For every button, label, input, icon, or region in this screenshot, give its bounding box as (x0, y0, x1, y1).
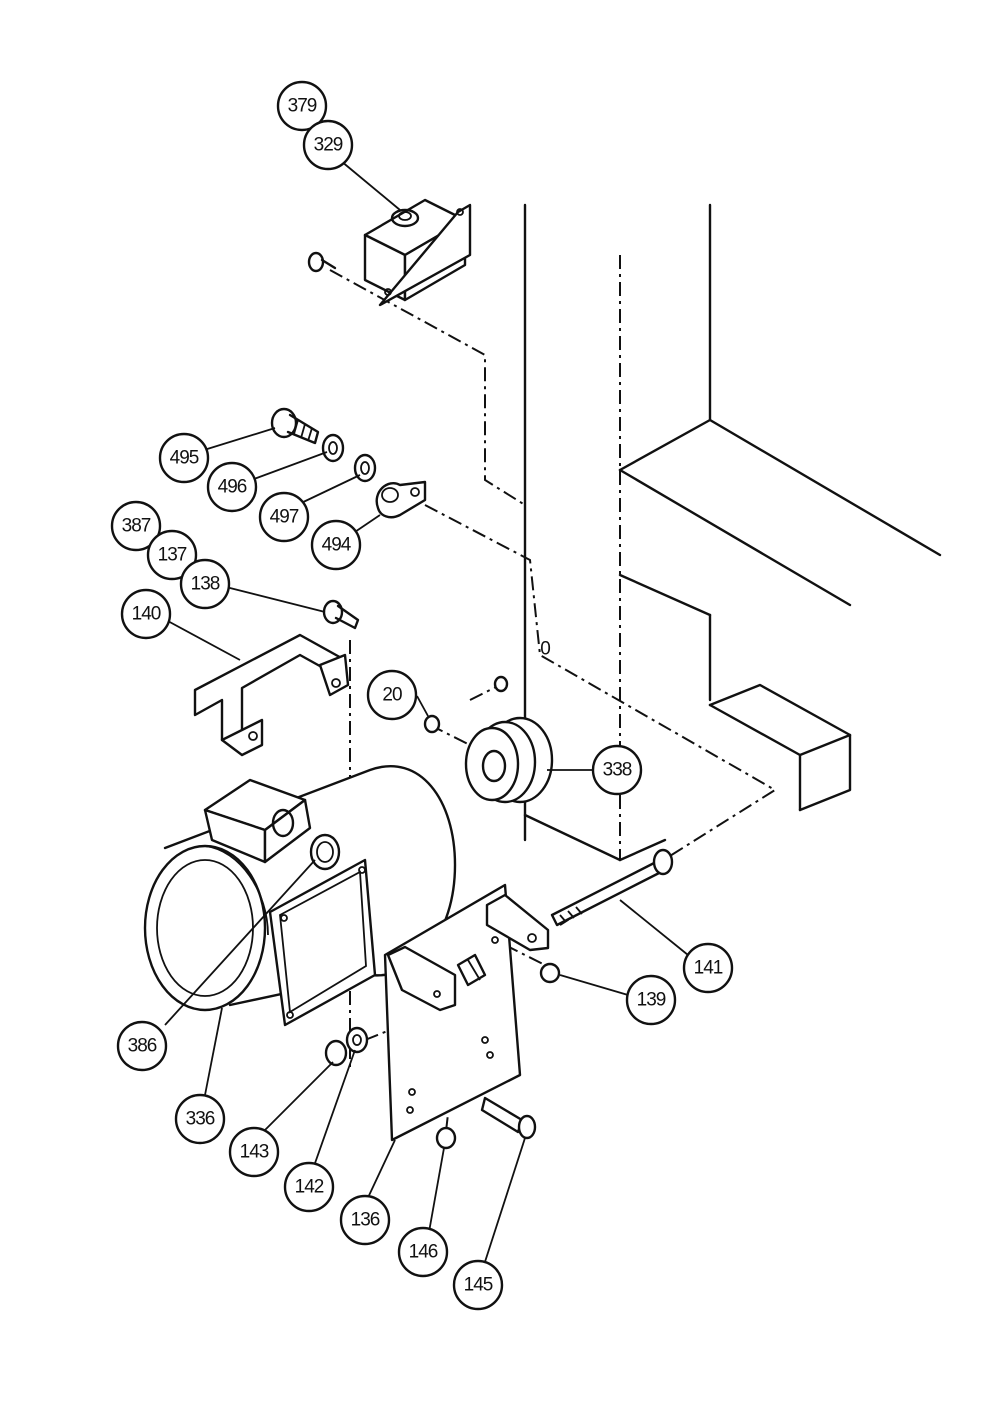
switch-screw (307, 251, 337, 273)
machine-frame (329, 203, 942, 1141)
callout-494: 494 (310, 519, 362, 571)
motor-bracket (193, 633, 350, 757)
svg-text:136: 136 (351, 1210, 380, 1231)
svg-text:139: 139 (637, 990, 666, 1011)
reference-marker: 0 (540, 639, 550, 660)
strain-relief-bushing (309, 833, 341, 871)
hex-bolt (480, 1096, 537, 1140)
callout-379: 379 (276, 80, 328, 132)
flat-washer (353, 453, 377, 483)
callout-140: 140 (120, 588, 172, 640)
motor-cover-plate (268, 858, 377, 1027)
cable-clamp (375, 480, 427, 519)
svg-text:140: 140 (132, 604, 161, 625)
svg-text:379: 379 (288, 96, 317, 117)
motor-mount-plate (383, 883, 522, 1142)
clamp-screw (270, 407, 320, 445)
hex-nut (539, 962, 561, 984)
callout-136: 136 (339, 1194, 391, 1246)
svg-text:495: 495 (170, 448, 199, 469)
lock-washer (321, 433, 345, 463)
svg-text:142: 142 (295, 1177, 324, 1198)
svg-text:138: 138 (191, 574, 220, 595)
washer-142 (345, 1026, 369, 1054)
callout-496: 496 (206, 461, 258, 513)
svg-text:496: 496 (218, 477, 247, 498)
callout-145: 145 (452, 1259, 504, 1311)
svg-text:386: 386 (128, 1036, 157, 1057)
callout-141: 141 (682, 942, 734, 994)
set-screw (423, 675, 509, 734)
svg-text:336: 336 (186, 1109, 215, 1130)
callout-336: 336 (174, 1093, 226, 1145)
switch-box (363, 198, 472, 307)
svg-text:387: 387 (122, 516, 151, 537)
svg-text:146: 146 (409, 1242, 438, 1263)
tension-bracket (485, 893, 550, 952)
bracket-screw (322, 599, 360, 630)
adjustment-bolt (550, 848, 674, 927)
callout-146: 146 (397, 1226, 449, 1278)
callout-138: 138 (179, 558, 231, 610)
callout-143: 143 (228, 1126, 280, 1178)
svg-text:145: 145 (464, 1275, 493, 1296)
svg-text:338: 338 (603, 760, 632, 781)
callout-139: 139 (625, 974, 677, 1026)
callout-386: 386 (116, 1020, 168, 1072)
pulley (464, 716, 554, 804)
svg-text:137: 137 (158, 545, 187, 566)
callout-142: 142 (283, 1161, 335, 1213)
callout-387: 387 (110, 500, 162, 552)
callout-338: 338 (591, 744, 643, 796)
svg-text:143: 143 (240, 1142, 269, 1163)
leader-lines (164, 160, 689, 1269)
callout-20: 20 (366, 669, 418, 721)
callout-137: 137 (146, 529, 198, 581)
nut-146 (435, 1126, 457, 1150)
callout-497: 497 (258, 491, 310, 543)
svg-text:497: 497 (270, 507, 299, 528)
callout-329: 329 (302, 119, 354, 171)
svg-text:494: 494 (322, 535, 352, 556)
svg-text:20: 20 (382, 685, 402, 706)
nut-143 (324, 1039, 348, 1067)
svg-text:329: 329 (314, 135, 343, 156)
callout-495: 495 (158, 432, 210, 484)
svg-text:141: 141 (694, 958, 723, 979)
